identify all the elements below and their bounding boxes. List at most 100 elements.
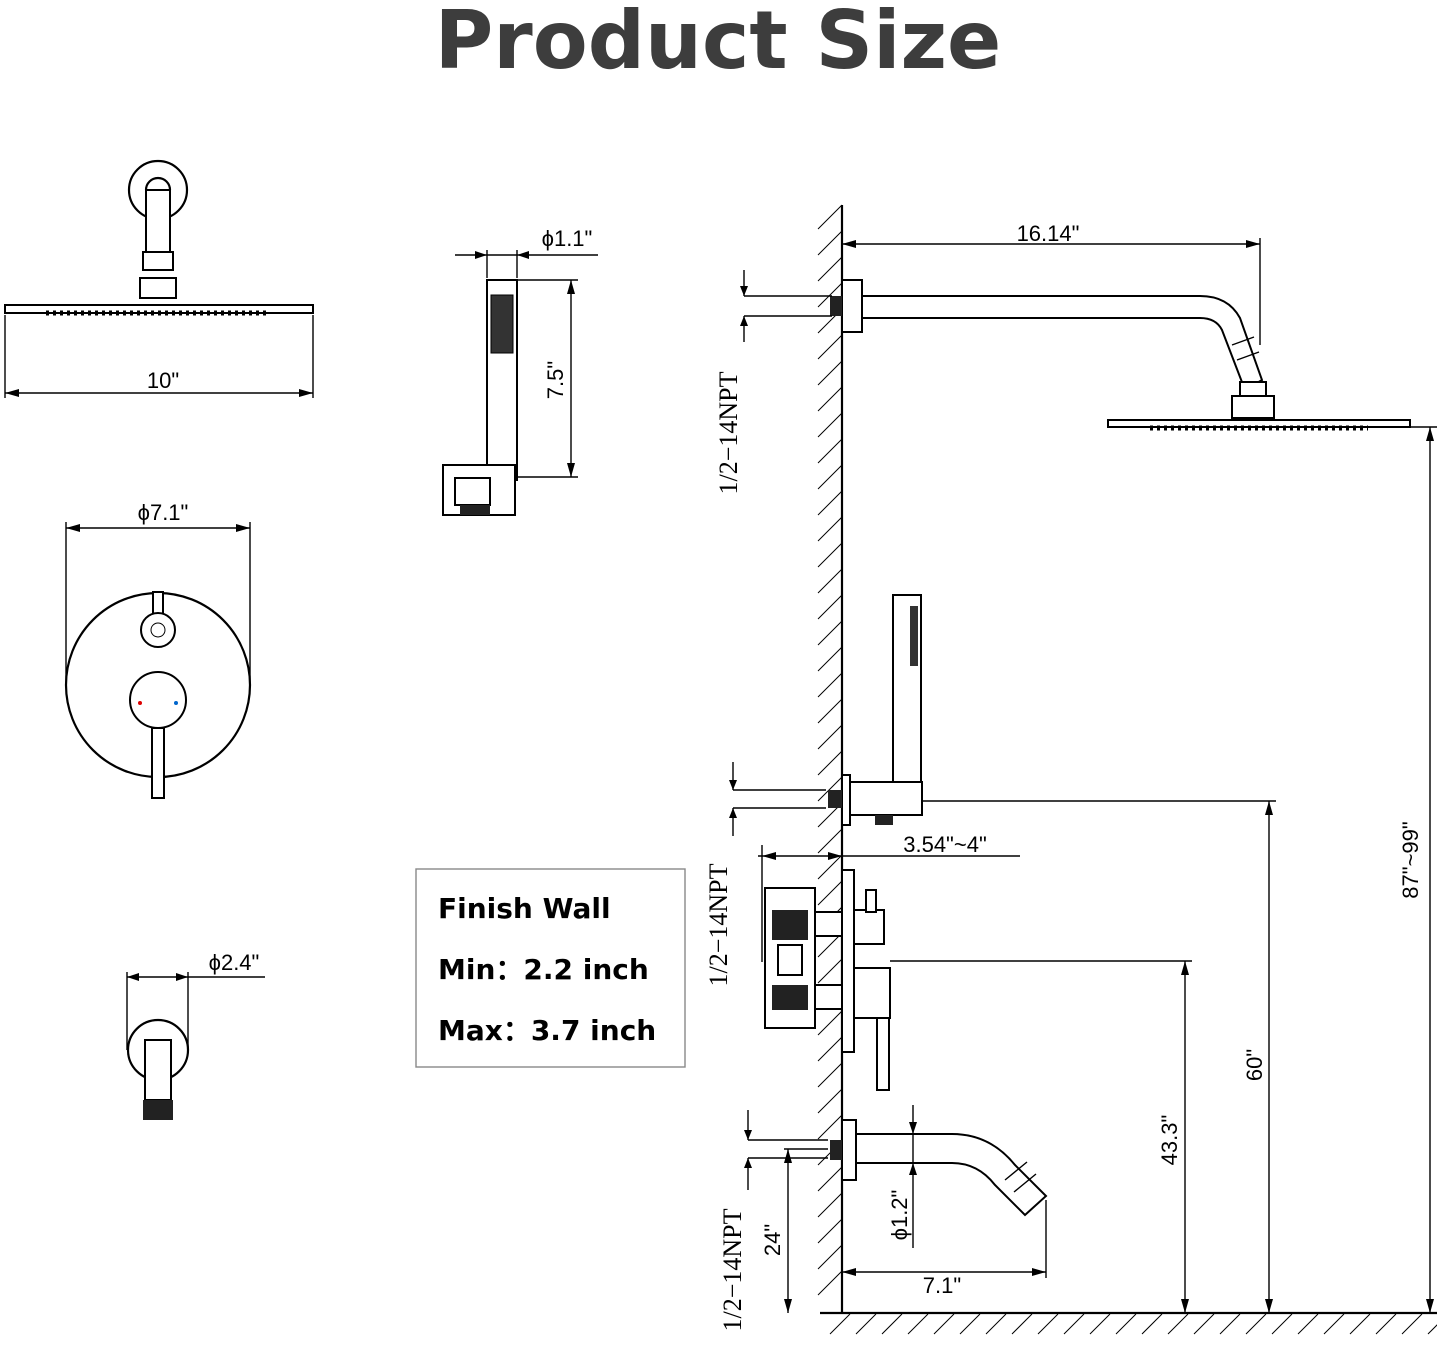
hand-shower-icon [442, 279, 518, 516]
wall-depth-label: 3.54"~4" [903, 832, 987, 857]
wall-hatch-line [817, 854, 843, 880]
wall-hatch-line [817, 672, 843, 698]
spout-height-label: 24" [760, 1224, 785, 1256]
wall-hatch-line [817, 1062, 843, 1088]
floor-hatch-line [985, 1313, 1007, 1335]
spout-diameter-label: ϕ2.4" [209, 950, 260, 975]
total-height-dimension [1380, 426, 1437, 1313]
tub-spout-icon [126, 1018, 190, 1120]
floor-hatch-line [855, 1313, 877, 1335]
trim-plate-icon [64, 591, 252, 799]
finish-wall-heading: Finish Wall [438, 892, 611, 925]
finish-wall-max: Max：3.7 inch [438, 1014, 656, 1047]
wall-hatch-line [817, 594, 843, 620]
npt-bottom-label: 1/2−14NPT [718, 1208, 747, 1331]
wall-hatch-line [817, 412, 843, 438]
npt-middle-dimension [729, 762, 826, 836]
hand-shower-length-label: 7.5" [543, 361, 568, 399]
wall-hatch-line [817, 750, 843, 776]
wall-hatch-line [817, 620, 843, 646]
spout-height-dimension [784, 1148, 828, 1313]
trim-diameter-label: ϕ7.1" [138, 500, 189, 525]
spout-diameter-dimension [126, 972, 265, 1050]
wall-hatch-line [817, 646, 843, 672]
arm-length-dimension [842, 238, 1261, 345]
wall-hatch-line [817, 1036, 843, 1062]
floor-hatch-line [1219, 1313, 1241, 1335]
handheld-height-dimension [922, 800, 1276, 1313]
floor-hatch-line [907, 1313, 929, 1335]
floor-hatch-line [933, 1313, 955, 1335]
floor-hatch-line [1115, 1313, 1137, 1335]
floor-hatch-line [959, 1313, 981, 1335]
wall-hatch-line [817, 1192, 843, 1218]
floor-hatch-line [1427, 1324, 1437, 1335]
tub-spout-side-icon [830, 1119, 1048, 1217]
hand-shower-diameter-label: ϕ1.1" [542, 226, 593, 251]
wall-hatch-line [817, 1270, 843, 1296]
wall-hatch-line [817, 230, 843, 256]
wall-hatch-line [817, 334, 843, 360]
wall-hatch-line [817, 204, 843, 230]
finish-wall-min: Min：2.2 inch [438, 953, 649, 986]
floor-hatch [829, 1313, 1437, 1335]
spout-pipe-diameter-dimension [909, 1105, 917, 1248]
floor-hatch-line [881, 1313, 903, 1335]
hand-shower-diameter-dimension [455, 250, 598, 278]
npt-top-label: 1/2−14NPT [714, 371, 743, 494]
floor-hatch-line [1063, 1313, 1085, 1335]
shower-head-icon [4, 159, 314, 316]
finish-wall-box [415, 868, 686, 1068]
arm-length-label: 16.14" [1017, 221, 1080, 246]
wall-hatch-line [817, 438, 843, 464]
hand-shower-side-icon [828, 594, 923, 826]
total-height-label: 87"~99" [1398, 821, 1423, 898]
wall-depth-dimension [758, 845, 1020, 962]
wall-hatch-line [817, 1114, 843, 1140]
wall-hatch-line [817, 386, 843, 412]
wall-hatch-line [817, 1218, 843, 1244]
wall-hatch-line [817, 958, 843, 984]
wall-hatch-line [817, 256, 843, 282]
floor-hatch-line [1089, 1313, 1111, 1335]
valve-height-dimension [890, 960, 1192, 1313]
wall-hatch [817, 204, 843, 1296]
floor-hatch-line [1011, 1313, 1033, 1335]
wall-hatch-line [817, 724, 843, 750]
npt-bottom-dimension [744, 1110, 828, 1190]
wall-hatch-line [817, 1166, 843, 1192]
wall-hatch-line [817, 1010, 843, 1036]
spout-pipe-diameter-label: ϕ1.2" [887, 1190, 912, 1241]
wall-hatch-line [817, 516, 843, 542]
wall-hatch-line [817, 490, 843, 516]
wall-hatch-line [817, 880, 843, 906]
valve-side-icon [764, 869, 891, 1091]
wall-hatch-line [817, 282, 843, 308]
floor-hatch-line [1193, 1313, 1215, 1335]
wall-hatch-line [817, 828, 843, 854]
wall-hatch-line [817, 464, 843, 490]
wall-hatch-line [817, 360, 843, 386]
floor-hatch-line [1349, 1313, 1371, 1335]
shower-arm-side-icon [830, 279, 1411, 431]
valve-height-label: 43.3" [1157, 1115, 1182, 1166]
hand-shower-length-dimension [517, 279, 578, 478]
floor-hatch-line [1167, 1313, 1189, 1335]
floor-hatch-line [1323, 1313, 1345, 1335]
wall-hatch-line [817, 776, 843, 802]
floor-hatch-line [1271, 1313, 1293, 1335]
wall-hatch-line [817, 698, 843, 724]
floor-hatch-line [1297, 1313, 1319, 1335]
page-title: Product Size [435, 0, 1002, 87]
spout-length-label: 7.1" [923, 1273, 961, 1298]
head-width-label: 10" [147, 368, 179, 393]
floor-hatch-line [1401, 1313, 1423, 1335]
floor-hatch-line [1375, 1313, 1397, 1335]
wall-hatch-line [817, 1244, 843, 1270]
wall-hatch-line [817, 542, 843, 568]
trim-diameter-dimension [65, 522, 251, 685]
wall-hatch-line [817, 1088, 843, 1114]
npt-middle-label: 1/2−14NPT [704, 863, 733, 986]
floor-hatch-line [1141, 1313, 1163, 1335]
